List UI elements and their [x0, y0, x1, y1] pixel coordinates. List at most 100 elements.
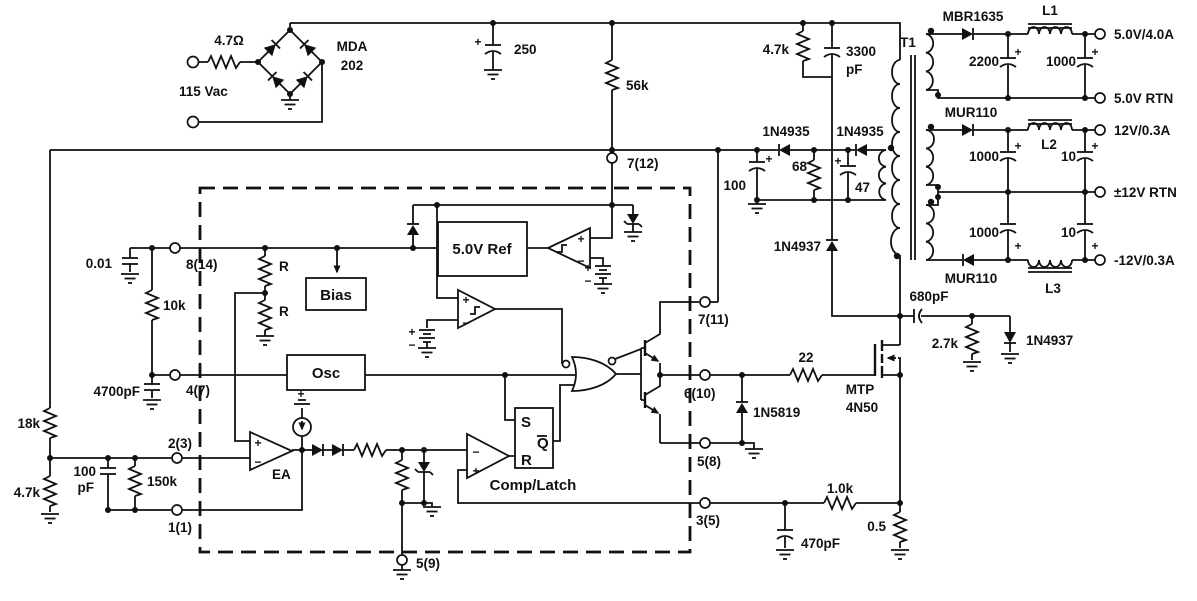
input-resistor-label: 4.7Ω [214, 33, 244, 48]
ground-icon [280, 99, 300, 110]
pin-gnd [396, 554, 408, 566]
polarity-plus: + [1091, 45, 1098, 59]
sense-resistor [893, 511, 907, 543]
snubber-cap-unit: pF [846, 62, 863, 77]
ground-icon [483, 69, 503, 80]
inductor-l3 [1027, 259, 1073, 268]
terminal-5v [1094, 28, 1106, 40]
terminal-12v [1094, 124, 1106, 136]
secondary-neg12v-winding [925, 204, 935, 261]
opamp-plus: + [462, 293, 469, 307]
ref-battery-icon [595, 265, 611, 279]
vref-bypass-label: 0.01 [86, 256, 113, 271]
aux-cap2-label: 47 [855, 180, 870, 195]
rectifier-12v-label: MUR110 [945, 105, 998, 120]
bridge-label-2: 202 [341, 58, 364, 73]
opamp-minus: − [577, 254, 584, 268]
output-12v-label: 12V/0.3A [1114, 123, 1171, 138]
pin-rtct [169, 369, 181, 381]
coupling-cap-label: 680pF [909, 289, 948, 304]
uvlo-battery-icon [419, 329, 435, 343]
sense-comparator [466, 432, 511, 480]
startup-resistor-label: 56k [626, 78, 649, 93]
bias-box [305, 277, 367, 311]
timing-cap-label: 4700pF [93, 384, 140, 399]
output-neg12v-label: -12V/0.3A [1114, 253, 1175, 268]
secondary-12v-winding [925, 129, 935, 186]
output-5v-rtn-label: 5.0V RTN [1114, 91, 1173, 106]
terminal-neg12v [1094, 254, 1106, 266]
dc-rail-section: + 250 56k 4.7k 3300 pF 1N4937 [290, 20, 901, 317]
mosfet-stage: MTP 4N50 0.5 680pF 2.7k 1N4937 470pF 1.0… [775, 255, 1073, 560]
bias-label: Bias [320, 287, 352, 304]
hysteresis-icon [470, 306, 480, 315]
pin-comp-label: 1(1) [168, 520, 192, 535]
chain-resistor [353, 443, 387, 457]
polarity-plus: + [834, 154, 841, 168]
ic-boundary [198, 186, 692, 554]
battery-minus: − [408, 338, 415, 352]
comp-cap-unit: pF [78, 480, 95, 495]
aux-diode1-icon [778, 143, 791, 157]
terminal-5v-rtn [1094, 92, 1106, 104]
gate-drive-resistor2-label: 2.7k [932, 336, 959, 351]
latch-s-label: S [521, 414, 531, 431]
timing-cap [143, 383, 161, 391]
feedback-r-top-label: 18k [17, 416, 40, 431]
output-5v-section: MBR1635 L1 2200 1000 + + 5.0V/4.0A 5.0V … [926, 3, 1174, 106]
mosfet-label-2: 4N50 [846, 400, 878, 415]
opamp-plus: + [254, 436, 261, 450]
drive-diode-label: 1N4937 [1026, 333, 1073, 348]
ground-icon [744, 448, 764, 459]
ground-icon [422, 506, 442, 517]
pin-vcc-label: 7(12) [627, 156, 659, 171]
cap-1000-12v-label: 1000 [969, 149, 999, 164]
opamp-minus: − [462, 316, 469, 330]
pin-vfb [171, 452, 183, 464]
aux-supply-section: 1N4935 1N4935 68 100 47 + + [50, 124, 886, 302]
ground-icon [962, 361, 982, 372]
cap-10-neg12v-label: 10 [1061, 225, 1076, 240]
coupling-cap-icon [913, 308, 923, 324]
error-amp-label: EA [272, 467, 291, 482]
pin-vref [169, 242, 181, 254]
opamp-plus: + [472, 464, 479, 478]
ground-icon [417, 347, 437, 358]
pin-vc [699, 296, 711, 308]
cap-2200-label: 2200 [969, 54, 999, 69]
latch-r-label: R [521, 452, 532, 469]
inductor-l3-label: L3 [1045, 281, 1061, 296]
chain-diode-icon [311, 443, 324, 457]
polarity-plus: + [1014, 45, 1021, 59]
ground-icon [1000, 353, 1020, 364]
rectifier-neg12v-label: MUR110 [945, 271, 998, 286]
pin-output [699, 369, 711, 381]
mosfet-label-1: MTP [846, 382, 875, 397]
feedback-r-bottom-label: 4.7k [14, 485, 41, 500]
gate-resistor [789, 368, 823, 382]
feedback-resistor-top [43, 407, 57, 439]
comp-resistor-label: 150k [147, 474, 178, 489]
ac-terminal-bottom [186, 115, 200, 129]
supply-plus: + [297, 387, 304, 401]
output-12v-rtn-label: ±12V RTN [1114, 185, 1177, 200]
transformer-label: T1 [900, 35, 916, 50]
cap-1000-neg12v-label: 1000 [969, 225, 999, 240]
rectifier-5v-icon [961, 27, 974, 41]
aux-diode1-label: 1N4935 [762, 124, 810, 139]
aux-resistor-label: 68 [792, 159, 808, 174]
opamp-minus: − [472, 445, 479, 459]
polarity-plus: + [1014, 239, 1021, 253]
divider-resistor-top [258, 255, 272, 287]
aux-diode2-label: 1N4935 [836, 124, 884, 139]
opamp-plus: + [577, 232, 584, 246]
current-source-icon [292, 399, 312, 437]
transformer: T1 [878, 27, 935, 261]
pin-comp [171, 504, 183, 516]
clamp-diode-label: 1N4937 [774, 239, 821, 254]
osc-label: Osc [312, 365, 340, 382]
vref-bypass-cap [121, 257, 139, 265]
ground-icon [593, 283, 613, 294]
aux-winding [878, 149, 887, 201]
